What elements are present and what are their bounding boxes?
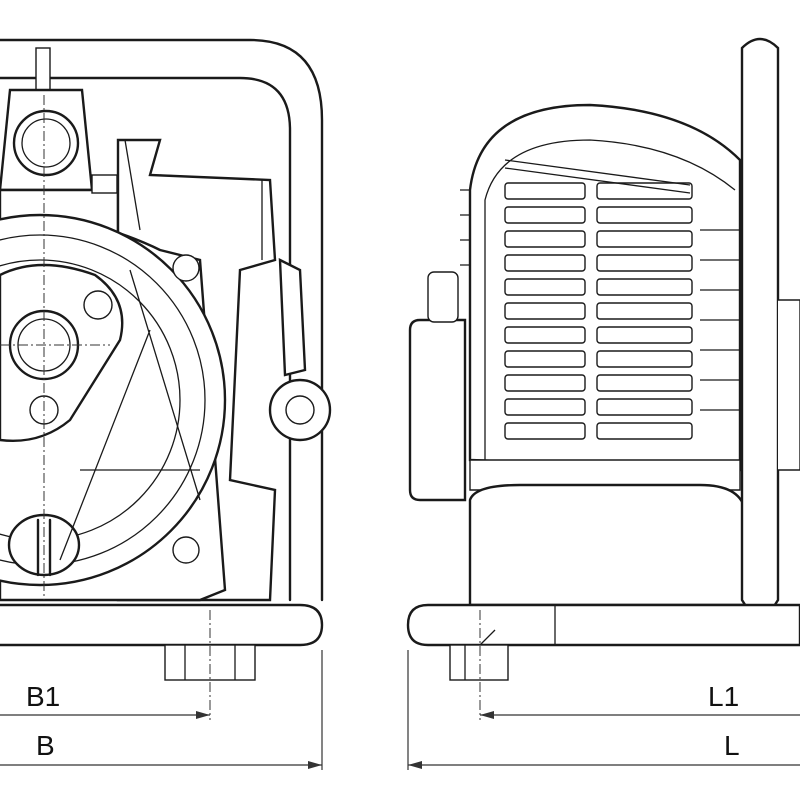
dimension-label-b: B xyxy=(36,730,55,761)
side-view xyxy=(406,37,800,720)
side-foot xyxy=(449,644,509,681)
front-frame-inner xyxy=(0,76,292,602)
front-base-bar xyxy=(0,603,324,647)
front-frame-outer xyxy=(0,38,324,602)
dimension-label-b1: B1 xyxy=(26,681,60,712)
side-frame xyxy=(740,37,780,631)
dimension-label-l: L xyxy=(724,730,740,761)
air-filter-box xyxy=(408,318,467,502)
dimension-lines xyxy=(0,650,800,770)
fuel-tank xyxy=(468,483,747,607)
dimension-label-l1: L1 xyxy=(708,681,739,712)
front-view xyxy=(0,38,332,720)
side-base-bar xyxy=(406,603,800,647)
cooling-grille xyxy=(504,159,693,440)
